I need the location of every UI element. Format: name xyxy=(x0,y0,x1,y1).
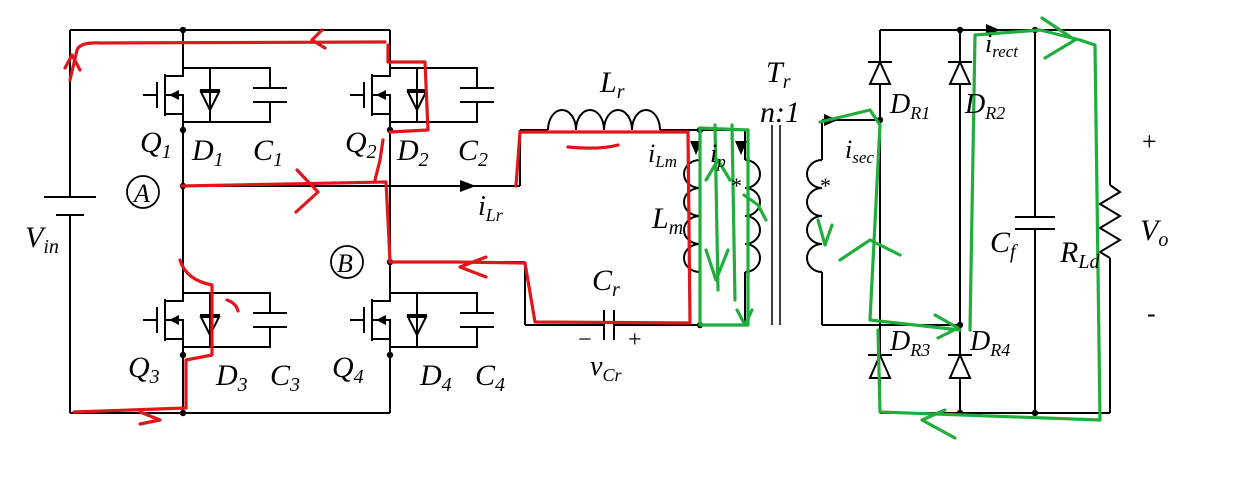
switch-cell-q2 xyxy=(350,60,494,130)
d1-label: D1 xyxy=(191,134,224,171)
secondary-dot-marker: * xyxy=(820,173,831,198)
switch-cell-q4 xyxy=(350,285,494,355)
q4-label: Q4 xyxy=(332,351,364,388)
dr2-label: DR2 xyxy=(964,89,1005,123)
c1-label: C1 xyxy=(253,134,283,171)
cr-label: Cr xyxy=(592,264,620,301)
tr-label: Tr xyxy=(766,56,791,93)
vcr-label: vCr xyxy=(590,351,622,385)
ilr-label: iLr xyxy=(478,191,504,225)
secondary-current-path xyxy=(698,16,1102,440)
output-minus-label: - xyxy=(1147,299,1156,328)
turns-ratio-label: n:1 xyxy=(760,96,800,129)
bridge-leg-b xyxy=(386,30,525,413)
primary-current-path xyxy=(63,28,692,426)
node-a-circle xyxy=(126,175,160,209)
c4-label: C4 xyxy=(475,359,505,396)
primary-dot-marker: * xyxy=(731,173,742,198)
transformer xyxy=(744,114,960,326)
c2-label: C2 xyxy=(458,134,488,171)
vcr-plus-label: + xyxy=(628,327,642,353)
dr3-label: DR3 xyxy=(889,326,930,360)
switch-cell-q3 xyxy=(143,285,287,355)
ip-label: ip xyxy=(710,139,726,171)
d4-label: D4 xyxy=(419,359,452,396)
d3-label: D3 xyxy=(215,359,248,396)
d2-label: D2 xyxy=(396,134,429,171)
rld-label: RLd xyxy=(1059,236,1100,273)
output-rectifier xyxy=(868,24,1122,417)
q3-label: Q3 xyxy=(128,351,160,388)
dr1-label: DR1 xyxy=(889,89,930,123)
switch-cell-q1 xyxy=(143,60,287,130)
q1-label: Q1 xyxy=(140,126,172,163)
output-plus-label: + xyxy=(1142,127,1157,156)
vcr-minus-label: − xyxy=(578,327,592,353)
vin-label: Vin xyxy=(25,221,59,258)
lr-label: Lr xyxy=(599,66,625,103)
node-a-label: A xyxy=(132,179,150,208)
vo-label: Vo xyxy=(1140,214,1168,251)
dr4-label: DR4 xyxy=(969,326,1010,360)
ilr-arrow xyxy=(460,180,476,192)
lm-label: Lm xyxy=(651,202,683,239)
input-source xyxy=(44,29,390,414)
ilm-label: iLm xyxy=(648,139,677,171)
irect-label: irect xyxy=(985,29,1019,61)
isec-label: isec xyxy=(845,135,874,167)
cf-label: Cf xyxy=(990,226,1018,263)
q2-label: Q2 xyxy=(345,126,377,163)
node-b-label: B xyxy=(337,249,353,278)
c3-label: C3 xyxy=(270,359,300,396)
node-b-circle xyxy=(330,245,364,279)
